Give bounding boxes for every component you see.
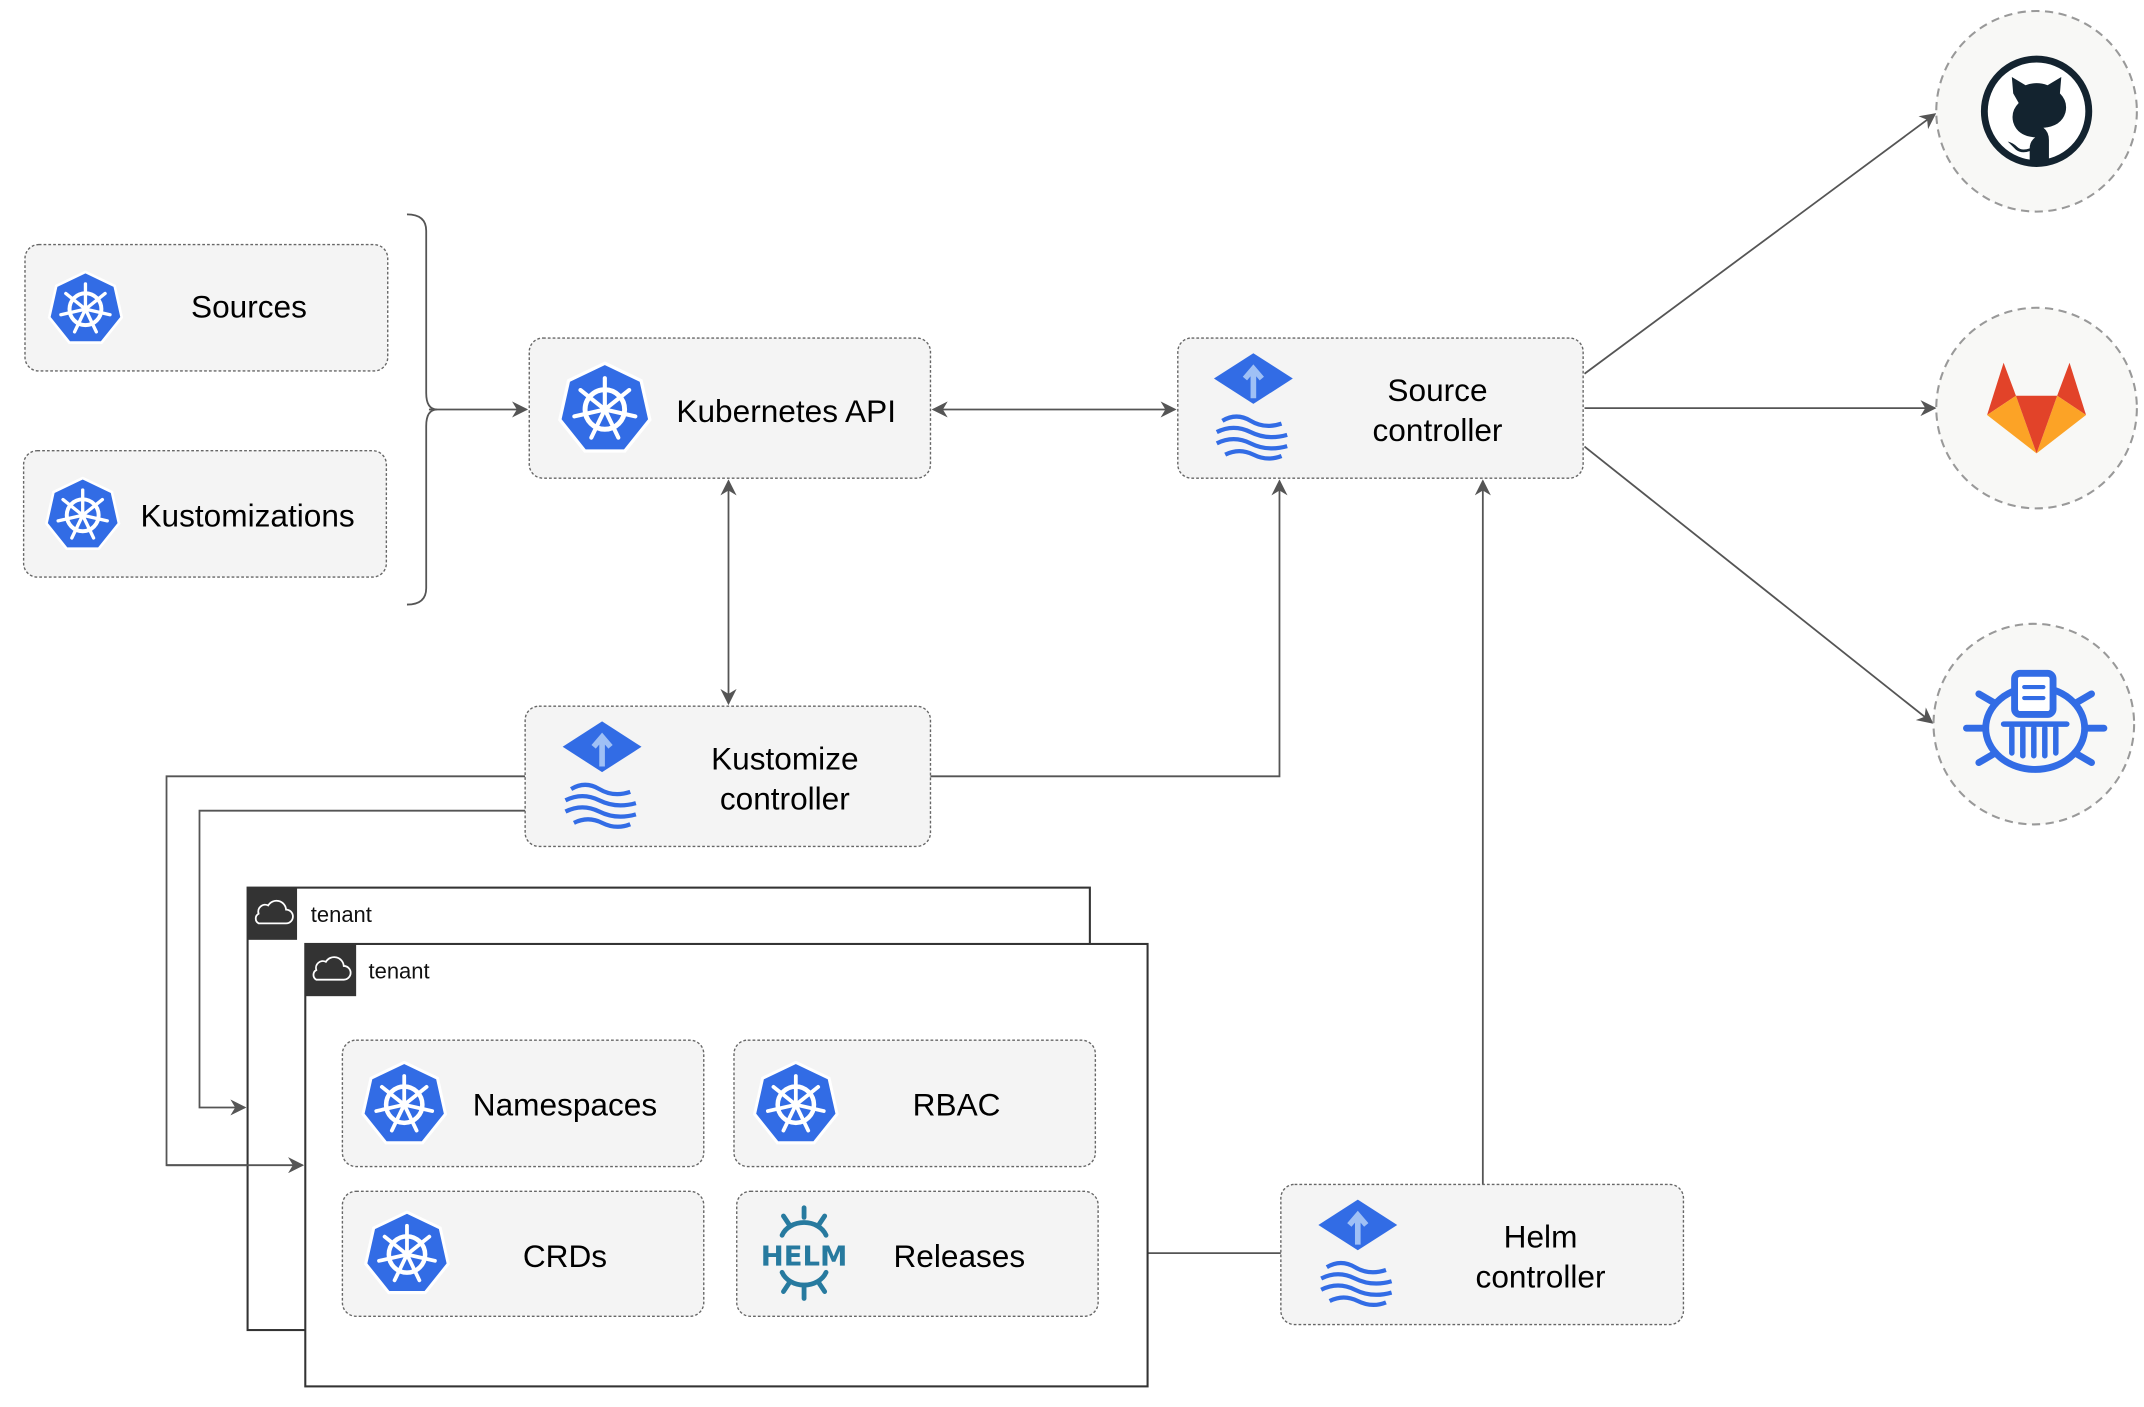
source-controller-label-line2: controller xyxy=(1373,412,1503,448)
node-sources[interactable]: Sources xyxy=(24,243,389,372)
edge-source-to-github xyxy=(1583,113,1937,375)
bucket-icon xyxy=(1963,669,2108,773)
external-bucket[interactable] xyxy=(1932,622,2136,826)
cloud-icon-bg xyxy=(247,887,298,940)
cloud-icon-bg xyxy=(305,943,357,997)
node-namespaces[interactable]: Namespaces xyxy=(341,1039,705,1168)
releases-label: Releases xyxy=(893,1238,1025,1274)
tenant-label: tenant xyxy=(369,958,430,983)
gitlab-icon xyxy=(1987,362,2087,454)
edge-source-to-bucket xyxy=(1583,445,1934,724)
external-github[interactable] xyxy=(1935,9,2138,213)
helm-logo-text: HELM xyxy=(761,1240,848,1272)
rbac-label: RBAC xyxy=(913,1087,1001,1123)
source-controller-label-line1: Source xyxy=(1387,372,1487,408)
helm-controller-label-line2: controller xyxy=(1476,1258,1606,1294)
kubernetes-api-label: Kubernetes API xyxy=(676,393,896,429)
node-rbac[interactable]: RBAC xyxy=(733,1039,1097,1168)
cloud-icon xyxy=(254,899,294,925)
kustomizations-label: Kustomizations xyxy=(140,497,354,533)
cloud-icon xyxy=(312,956,352,981)
sources-label: Sources xyxy=(191,288,307,324)
edge-kustomize-to-source xyxy=(930,479,1288,778)
node-helm-controller[interactable]: Helm controller xyxy=(1280,1183,1685,1326)
kustomize-controller-label-line2: controller xyxy=(720,780,850,816)
tenant-label: tenant xyxy=(311,902,372,927)
node-kubernetes-api[interactable]: Kubernetes API xyxy=(528,337,932,479)
external-gitlab[interactable] xyxy=(1935,306,2138,510)
node-kustomizations[interactable]: Kustomizations xyxy=(22,449,388,578)
helm-icon xyxy=(779,1205,829,1301)
node-source-controller[interactable]: Source controller xyxy=(1177,337,1584,479)
node-crds[interactable]: CRDs xyxy=(341,1190,705,1318)
node-kustomize-controller[interactable]: Kustomize controller xyxy=(524,705,932,848)
helm-controller-label-line1: Helm xyxy=(1504,1219,1578,1255)
edge-kustomize-to-tenant-back xyxy=(198,809,526,1116)
kustomize-controller-label-line1: Kustomize xyxy=(711,740,858,776)
namespaces-label: Namespaces xyxy=(473,1087,657,1123)
crds-label: CRDs xyxy=(523,1238,607,1274)
node-releases[interactable]: HELM Releases xyxy=(736,1190,1099,1318)
github-icon xyxy=(1980,55,2093,167)
